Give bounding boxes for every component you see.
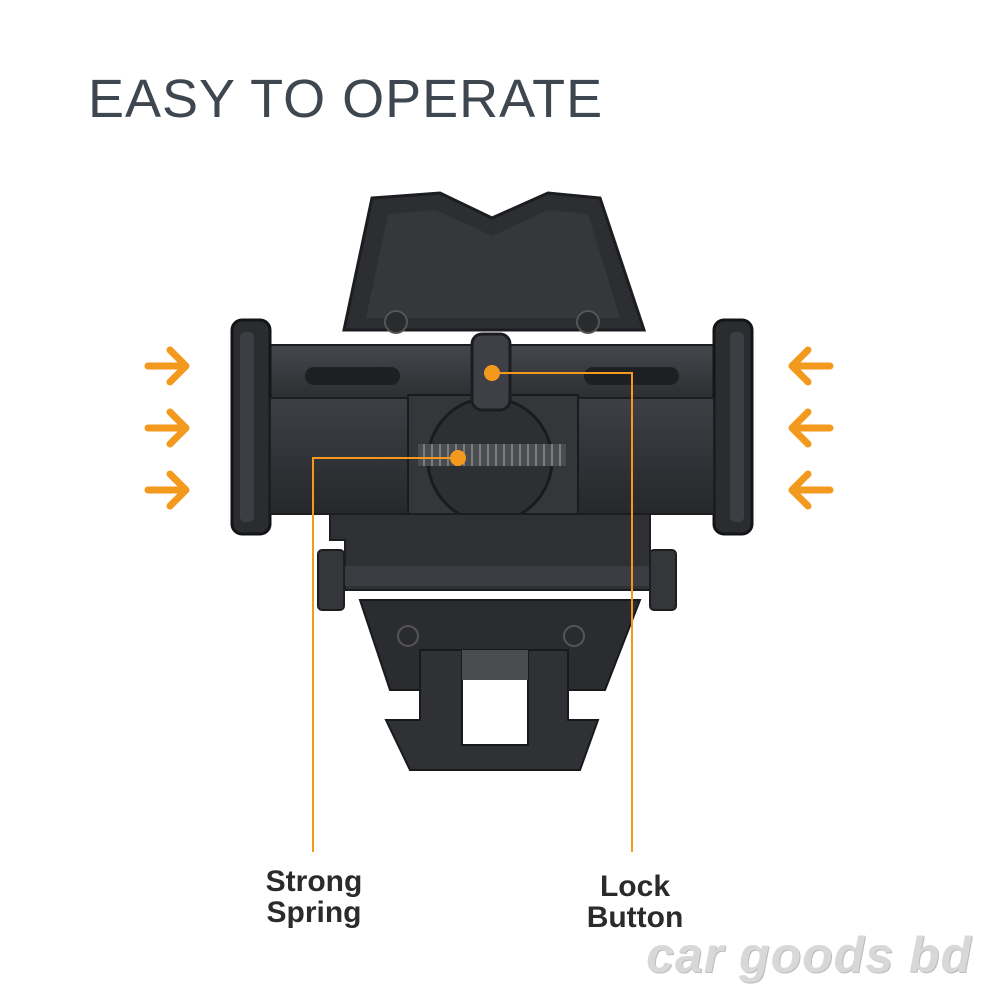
callout-label-lock: Lock Button <box>576 871 694 933</box>
watermark: car goods bd <box>646 927 972 983</box>
callout-spring-line2: Spring <box>266 896 362 929</box>
spring-coil <box>418 444 566 466</box>
screw-left-icon <box>384 310 408 334</box>
arrow-right-icon <box>144 346 190 510</box>
callout-lock-line1: Lock <box>599 870 671 903</box>
callout-dot-spring <box>450 450 466 466</box>
screw-bottom-left-icon <box>397 625 419 647</box>
arrow-left-icon <box>788 346 834 510</box>
screw-right-icon <box>576 310 600 334</box>
headline: EASY TO OPERATE <box>88 69 604 129</box>
callout-line-lock <box>492 372 633 852</box>
screw-bottom-right-icon <box>563 625 585 647</box>
callout-spring-line1: Strong <box>265 865 363 898</box>
callout-line-spring <box>312 457 458 852</box>
callout-dot-lock <box>484 365 500 381</box>
callout-lock-line2: Button <box>586 901 684 934</box>
callout-label-spring: Strong Spring <box>255 866 373 928</box>
